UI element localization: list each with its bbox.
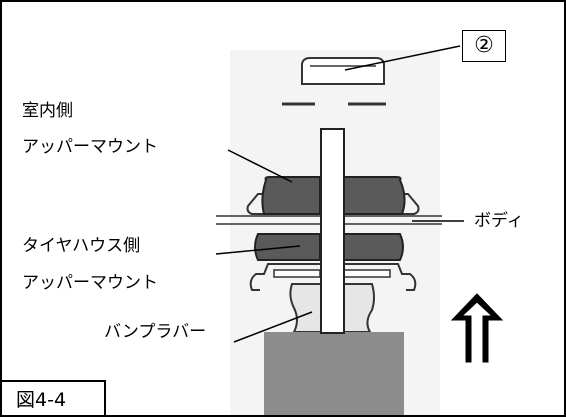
interior-mount-label: アッパーマウント	[22, 137, 158, 157]
double-up-arrow-icon	[450, 293, 504, 363]
lower-washer-left	[273, 269, 321, 278]
nut	[301, 57, 385, 85]
leader-part-number	[344, 45, 461, 71]
wheelhouse-side-label: タイヤハウス側	[22, 236, 141, 256]
wheelhouse-mount-label: アッパーマウント	[22, 273, 158, 293]
interior-mount-right	[343, 176, 406, 215]
interior-side-label: 室内側	[22, 101, 73, 121]
leader-bump-rubber	[233, 311, 313, 343]
figure-label: 図4-4	[2, 380, 106, 415]
interior-mount-left	[261, 176, 321, 215]
body-label: ボディ	[474, 211, 524, 231]
leader-wheelhouse-mount	[215, 245, 301, 255]
shock-absorber-body	[264, 332, 404, 415]
bump-rubber-label: バンプラバー	[104, 322, 207, 342]
part-number-box: ②	[462, 30, 506, 62]
upper-bracket-left	[246, 193, 320, 215]
lower-bracket-left	[249, 263, 320, 291]
wheelhouse-mount-right	[343, 233, 404, 261]
lower-washer-right	[343, 269, 391, 278]
piston-rod	[320, 128, 345, 334]
upper-bracket-right	[344, 193, 420, 215]
lower-bracket-right	[344, 263, 417, 291]
leader-interior-mount	[227, 149, 293, 183]
